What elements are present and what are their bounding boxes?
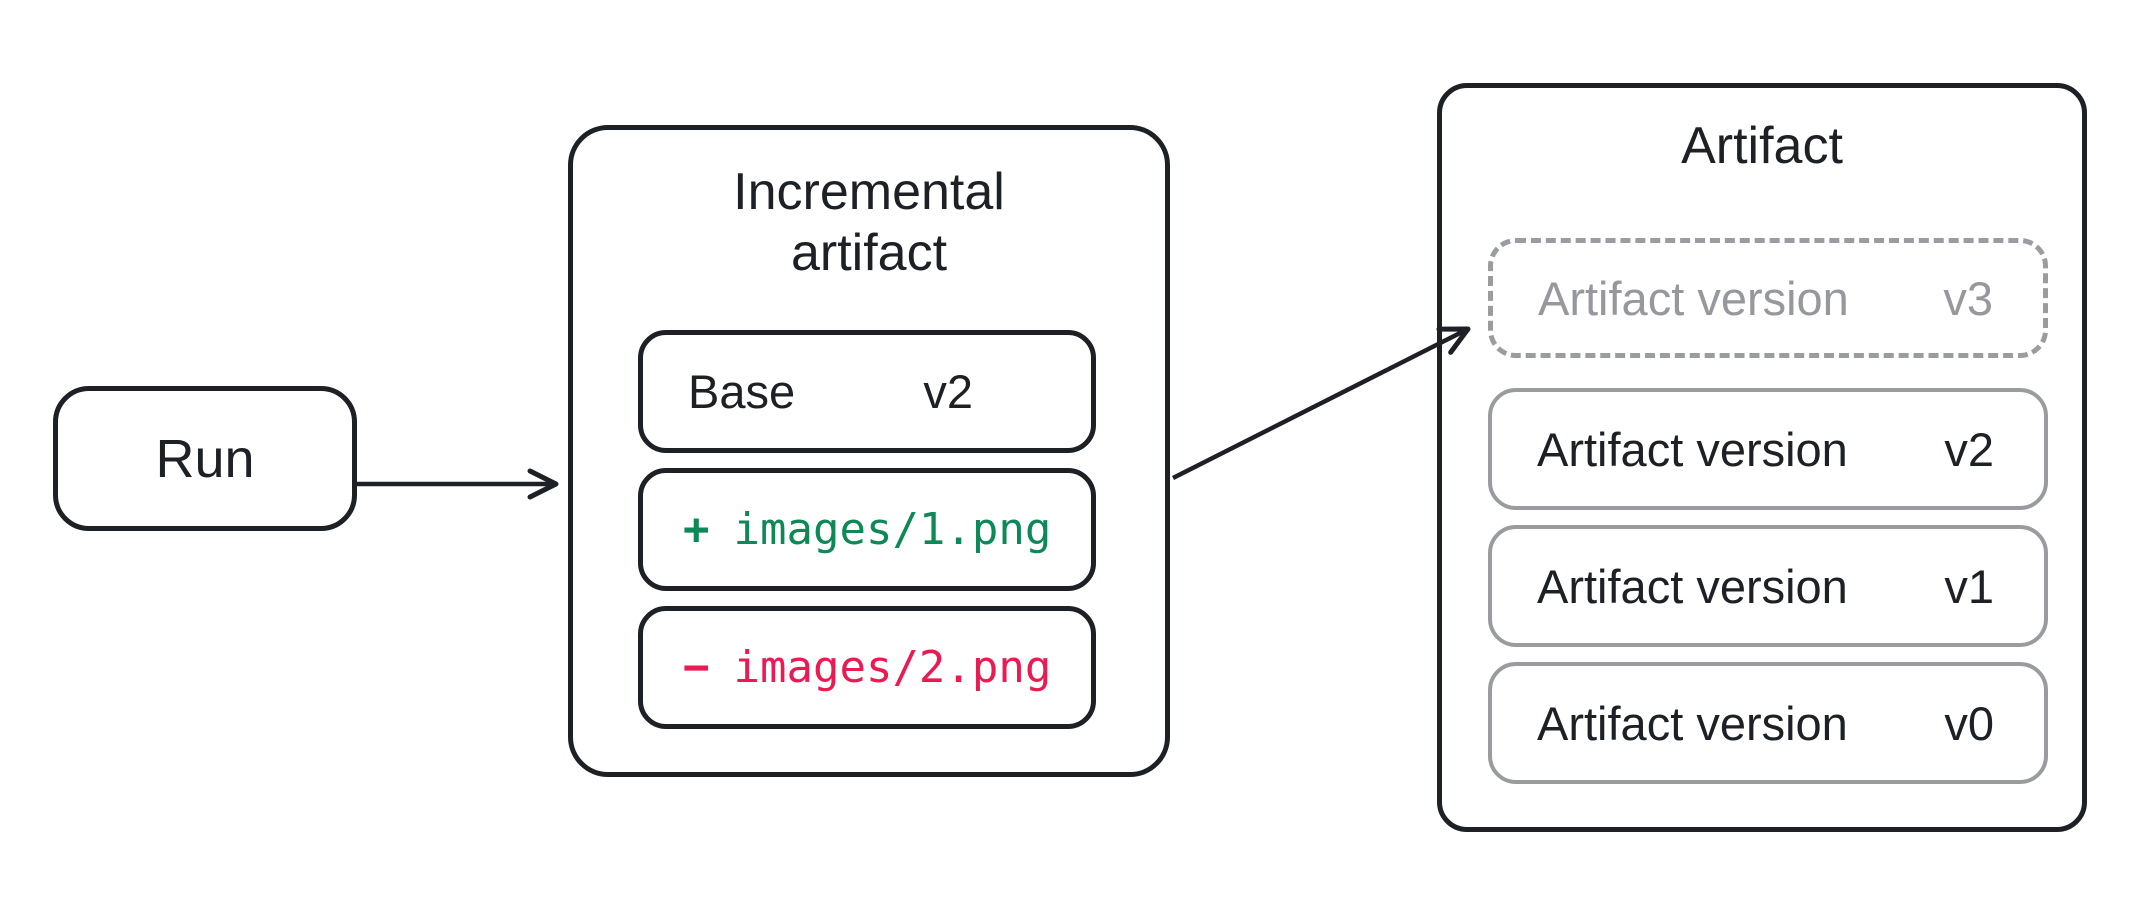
run-node: Run [53, 386, 357, 531]
artifact-version-row-pending: Artifact version v3 [1488, 238, 2048, 358]
artifact-version-row: Artifact version v1 [1488, 525, 2048, 647]
artifact-version-label: Artifact version [1537, 559, 1848, 613]
diff-row-removed-file: − images/2.png [638, 606, 1096, 729]
artifact-version-row: Artifact version v0 [1488, 662, 2048, 784]
artifact-version-row: Artifact version v2 [1488, 388, 2048, 510]
artifact-node: Artifact Artifact version v3 Artifact ve… [1437, 83, 2087, 832]
artifact-title-text: Artifact [1681, 117, 1843, 175]
artifact-title: Artifact [1442, 116, 2082, 176]
incremental-artifact-title-text: Incremental artifact [733, 163, 1005, 282]
minus-icon: − [683, 642, 710, 693]
removed-file-path: images/2.png [733, 642, 1052, 693]
incremental-artifact-rows: Base v2 + images/1.png − images/2.png [638, 330, 1096, 744]
artifact-version-list: Artifact version v3 Artifact version v2 … [1488, 238, 2048, 799]
artifact-version-number: v1 [1944, 559, 1994, 613]
run-node-label: Run [155, 428, 255, 489]
plus-icon: + [683, 504, 710, 555]
arrow-incremental-to-artifact-v3 [1171, 326, 1471, 481]
base-row-label: Base [688, 365, 796, 418]
artifact-version-label: Artifact version [1537, 696, 1848, 750]
artifact-version-number: v2 [1944, 422, 1994, 476]
artifact-version-number: v0 [1944, 696, 1994, 750]
incremental-artifact-title: Incremental artifact [573, 162, 1165, 284]
added-file-path: images/1.png [733, 504, 1052, 555]
diff-row-added-file: + images/1.png [638, 468, 1096, 591]
base-row-version: v2 [923, 365, 973, 418]
incremental-artifact-node: Incremental artifact Base v2 + images/1.… [568, 125, 1170, 777]
artifact-version-number: v3 [1943, 271, 1993, 325]
base-version-row: Base v2 [638, 330, 1096, 453]
artifact-version-label: Artifact version [1537, 422, 1848, 476]
artifact-version-label: Artifact version [1538, 271, 1849, 325]
